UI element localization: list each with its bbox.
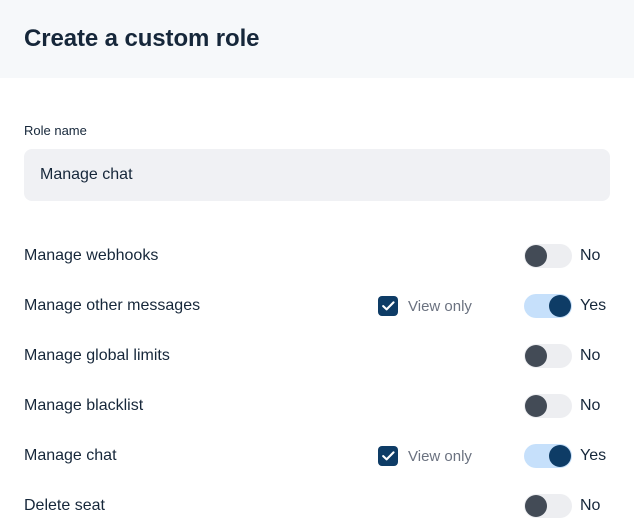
permission-row: Manage chat View only Yes: [24, 431, 610, 481]
view-only-label: View only: [408, 297, 472, 315]
page-header: Create a custom role: [0, 0, 634, 78]
permissions-list: Manage webhooksView onlyNoManage other m…: [24, 231, 610, 531]
permission-toggle-group: No: [524, 344, 610, 368]
toggle-state-label: No: [580, 347, 601, 364]
permission-toggle-group: No: [524, 394, 610, 418]
permission-label: Manage webhooks: [24, 247, 159, 264]
toggle-knob: [525, 245, 547, 267]
check-icon: [381, 451, 395, 461]
view-only-checkbox[interactable]: [378, 296, 398, 316]
role-name-field-block: Role name: [24, 78, 610, 201]
toggle-state-label: Yes: [580, 447, 607, 464]
view-only-group: View only: [378, 446, 512, 466]
page-title: Create a custom role: [24, 25, 260, 52]
toggle-knob: [549, 445, 571, 467]
permission-row: Manage blacklistView onlyNo: [24, 381, 610, 431]
permission-row: Manage global limitsView onlyNo: [24, 331, 610, 381]
permission-toggle-group: Yes: [524, 294, 610, 318]
permission-toggle-group: No: [524, 494, 610, 518]
toggle-knob: [525, 495, 547, 517]
permission-label: Manage blacklist: [24, 397, 144, 414]
page-content: Role name Manage webhooksView onlyNoMana…: [0, 78, 634, 531]
permission-toggle[interactable]: [524, 394, 572, 418]
check-icon: [381, 301, 395, 311]
permission-row: Delete seatView onlyNo: [24, 481, 610, 531]
toggle-state-label: No: [580, 397, 601, 414]
role-name-label: Role name: [24, 123, 87, 138]
permission-toggle-group: No: [524, 244, 610, 268]
permission-toggle[interactable]: [524, 494, 572, 518]
permission-label: Delete seat: [24, 497, 105, 514]
permission-toggle[interactable]: [524, 294, 572, 318]
permission-label: Manage global limits: [24, 347, 170, 364]
permission-row: Manage webhooksView onlyNo: [24, 231, 610, 281]
permission-row: Manage other messages View only Yes: [24, 281, 610, 331]
permission-toggle[interactable]: [524, 244, 572, 268]
view-only-group: View only: [378, 296, 512, 316]
toggle-state-label: Yes: [580, 297, 607, 314]
role-name-input[interactable]: [24, 149, 610, 201]
toggle-state-label: No: [580, 247, 601, 264]
view-only-label: View only: [408, 447, 472, 465]
view-only-checkbox[interactable]: [378, 446, 398, 466]
permission-label: Manage chat: [24, 447, 117, 464]
permission-toggle[interactable]: [524, 444, 572, 468]
toggle-knob: [525, 345, 547, 367]
permission-label: Manage other messages: [24, 297, 201, 314]
toggle-knob: [549, 295, 571, 317]
toggle-knob: [525, 395, 547, 417]
permission-toggle[interactable]: [524, 344, 572, 368]
toggle-state-label: No: [580, 497, 601, 514]
permission-toggle-group: Yes: [524, 444, 610, 468]
